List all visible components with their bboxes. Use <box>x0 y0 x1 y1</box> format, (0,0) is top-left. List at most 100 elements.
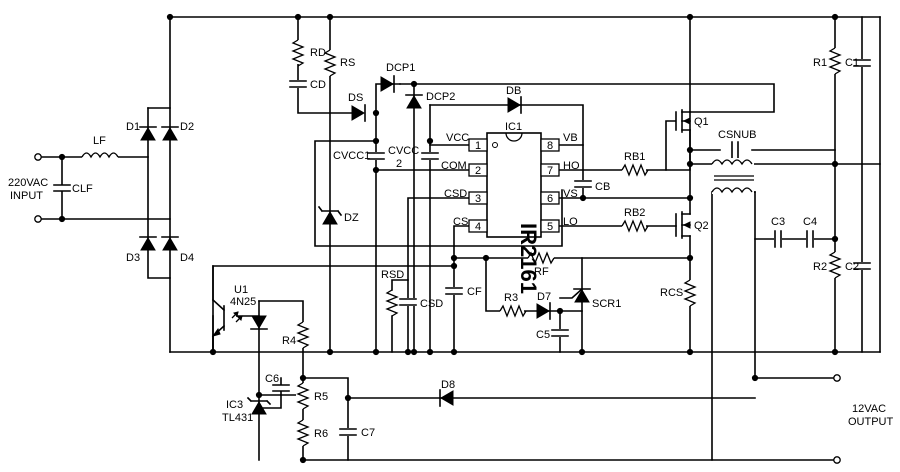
label-cvcc2-a: CVCC <box>388 145 419 157</box>
diode-d4 <box>161 236 179 251</box>
label-d4: D4 <box>180 252 194 264</box>
diode-d2 <box>161 126 179 141</box>
capacitor-cvcc1 <box>367 152 385 160</box>
optocoupler-u1 <box>211 265 268 353</box>
capacitor-c2 <box>853 262 871 270</box>
label-dcp1: DCP1 <box>386 62 415 74</box>
transformer <box>711 158 754 194</box>
label-csd: CSD <box>420 298 443 310</box>
label-c2: C2 <box>845 261 859 273</box>
capacitor-cvcc2 <box>421 152 439 160</box>
label-pin-ho: HO <box>563 160 580 172</box>
label-c5: C5 <box>536 329 550 341</box>
terminals <box>34 153 841 464</box>
resistor-rcs <box>683 279 697 307</box>
label-cf: CF <box>467 286 482 298</box>
label-q2: Q2 <box>694 220 709 232</box>
label-d7: D7 <box>537 291 551 303</box>
label-scr1: SCR1 <box>592 298 621 310</box>
zener-dz <box>317 205 343 225</box>
label-lf: LF <box>93 135 106 147</box>
wires <box>39 16 881 461</box>
scr-scr1 <box>559 257 591 312</box>
resistor-r5 <box>296 382 310 410</box>
label-csnub: CSNUB <box>718 129 757 141</box>
label-r3: R3 <box>504 292 518 304</box>
diode-d1 <box>139 126 157 141</box>
diode-dcp1 <box>380 75 395 93</box>
label-d8: D8 <box>441 379 455 391</box>
resistor-r6 <box>296 419 310 447</box>
label-ic3: IC3 <box>226 399 243 411</box>
capacitor-cd <box>289 80 307 88</box>
mosfet-q2 <box>675 211 691 239</box>
label-q1: Q1 <box>694 116 709 128</box>
mosfet-q1 <box>665 109 691 171</box>
label-cvcc1: CVCC1 <box>333 150 370 162</box>
label-input-1: 220VAC <box>8 177 48 189</box>
capacitor-c5 <box>551 329 569 337</box>
label-pin-4: 4 <box>475 221 481 233</box>
capacitor-cb <box>574 180 592 188</box>
label-pin-3: 3 <box>475 193 481 205</box>
resistor-r2 <box>828 251 842 279</box>
diode-ds <box>351 104 366 122</box>
label-rd: RD <box>310 47 326 59</box>
capacitor-c7 <box>339 428 357 436</box>
label-pin-5: 5 <box>547 221 553 233</box>
capacitor-cf <box>445 287 463 295</box>
label-cd: CD <box>310 79 326 91</box>
diode-d7 <box>536 302 551 320</box>
label-cvcc2-b: 2 <box>396 158 402 170</box>
label-pin-com: COM <box>441 160 467 172</box>
capacitor-csnub <box>731 141 739 159</box>
resistor-r1 <box>828 47 842 75</box>
label-rb2: RB2 <box>624 207 645 219</box>
label-c6: C6 <box>265 373 279 385</box>
label-r4: R4 <box>282 335 296 347</box>
diode-d3 <box>139 236 157 251</box>
label-pin-vb: VB <box>563 132 578 144</box>
label-r5: R5 <box>314 391 328 403</box>
label-rb1: RB1 <box>624 151 645 163</box>
label-dz: DZ <box>344 212 359 224</box>
label-pin-2: 2 <box>475 165 481 177</box>
capacitor-c6 <box>272 377 290 396</box>
label-c3: C3 <box>771 216 785 228</box>
capacitor-csd <box>399 298 417 306</box>
label-d1: D1 <box>126 121 140 133</box>
ic1-package <box>468 132 560 238</box>
label-pin-7: 7 <box>547 165 553 177</box>
label-rcs: RCS <box>660 287 683 299</box>
label-ic1-ref: IC1 <box>505 121 522 133</box>
capacitor-clf <box>53 184 71 192</box>
label-rf: RF <box>534 266 549 278</box>
label-ic1-part: IR2161 <box>516 223 541 294</box>
label-pin-lo: LO <box>563 216 578 228</box>
inductor-lf <box>81 150 119 162</box>
label-pin-vs: VS <box>563 188 578 200</box>
label-input-2: INPUT <box>10 190 43 202</box>
resistor-r3 <box>499 304 527 318</box>
label-pin-csd: CSD <box>444 188 467 200</box>
label-pin-6: 6 <box>547 193 553 205</box>
resistor-r4 <box>296 321 310 349</box>
label-db: DB <box>506 85 521 97</box>
label-c1: C1 <box>845 57 859 69</box>
label-output-2: OUTPUT <box>848 416 894 428</box>
capacitor-c4 <box>806 230 814 248</box>
diode-db <box>507 96 522 114</box>
label-d2: D2 <box>180 121 194 133</box>
resistor-rf <box>527 251 555 265</box>
label-rsd: RSD <box>381 269 404 281</box>
label-rs: RS <box>340 57 355 69</box>
label-cb: CB <box>595 181 610 193</box>
label-clf: CLF <box>72 183 93 195</box>
label-u1: U1 <box>234 284 248 296</box>
diode-dcp2 <box>405 94 423 109</box>
shunt-ic3 <box>246 394 282 415</box>
label-dcp2: DCP2 <box>426 91 455 103</box>
label-d3: D3 <box>126 252 140 264</box>
label-pin-1: 1 <box>475 140 481 152</box>
